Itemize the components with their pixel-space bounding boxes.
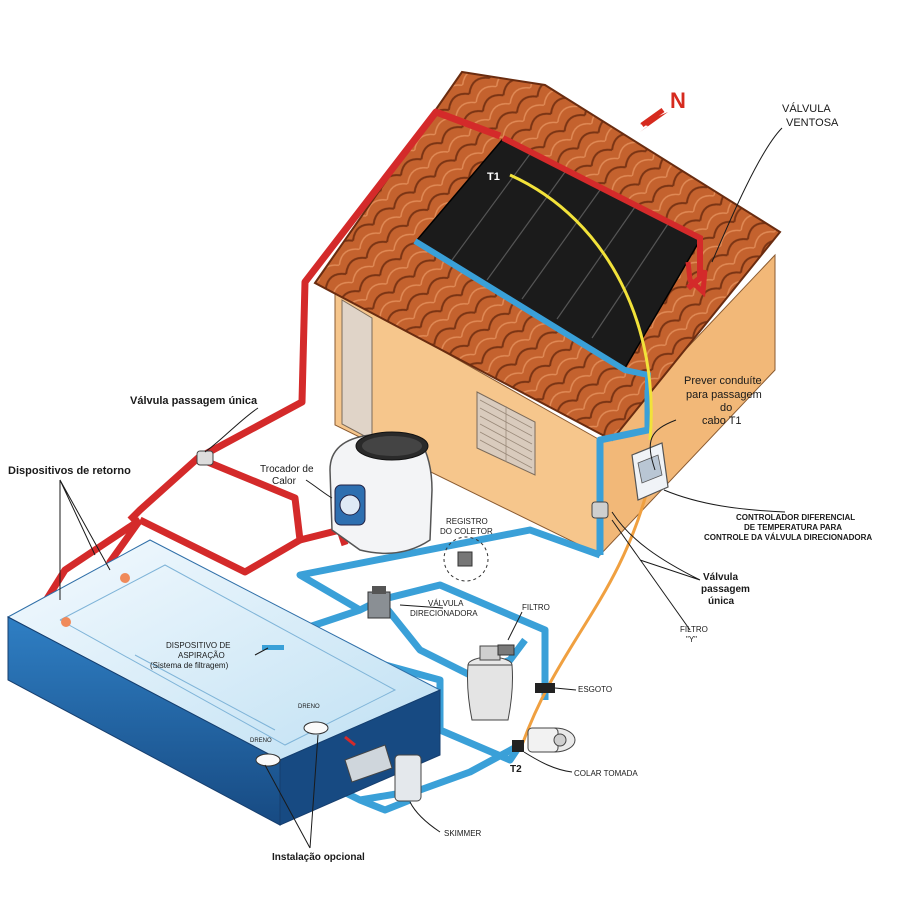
label-filtro: FILTRO (522, 603, 550, 612)
label-dispositivo-aspiracao-3: (Sistema de filtragem) (150, 661, 229, 670)
t2-collar (512, 740, 524, 752)
label-registro-2: DO COLETOR (440, 527, 493, 536)
compass: N (640, 88, 686, 132)
label-trocador-2: Calor (272, 476, 297, 487)
label-prever-4: cabo T1 (702, 415, 742, 427)
label-esgoto: ESGOTO (578, 685, 612, 694)
return-nozzle-2 (120, 573, 130, 583)
leader-lines (59, 127, 786, 849)
house-door (341, 299, 373, 441)
label-dispositivo-aspiracao-2: ASPIRAÇÃO (178, 651, 225, 660)
label-valvula-direcionadora-2: DIRECIONADORA (410, 609, 478, 618)
temperature-controller (631, 442, 669, 501)
label-prever-1: Prever conduíte (684, 375, 762, 387)
label-valvula-passagem-unica-right-3: única (708, 596, 735, 607)
collector-register (443, 536, 489, 582)
label-dreno-2: DRENO (298, 704, 320, 710)
label-colar-tomada: COLAR TOMADA (574, 769, 638, 778)
suction-device (262, 645, 284, 650)
label-dispositivo-aspiracao-1: DISPOSITIVO DE (166, 641, 230, 650)
label-controlador-1: CONTROLADOR DIFERENCIAL (736, 513, 855, 522)
label-t2: T2 (510, 764, 522, 775)
label-dreno-1: DRENO (250, 738, 272, 744)
air-vent-pipe (685, 261, 708, 298)
label-controlador-3: CONTROLE DA VÁLVULA DIRECIONADORA (704, 533, 872, 542)
conduit-to-t2 (520, 479, 652, 746)
label-valvula-passagem-unica-right-2: passagem (701, 584, 750, 595)
label-valvula-ventosa-1: VÁLVULA (782, 102, 831, 115)
collector-cold-header (413, 238, 651, 390)
diverter-valve (367, 586, 391, 619)
labels: VÁLVULA VENTOSA T1 Prever conduíte para … (8, 102, 872, 863)
return-nozzle-1 (61, 617, 71, 627)
label-skimmer: SKIMMER (444, 829, 482, 838)
label-valvula-passagem-unica-right-1: Válvula (703, 572, 738, 583)
label-filtro-y-2: "Y" (686, 635, 697, 644)
drain-1 (255, 753, 281, 767)
drain-outlet (535, 683, 555, 693)
sand-filter (467, 644, 515, 721)
check-valve-top (196, 450, 214, 466)
heat-exchanger (329, 431, 433, 555)
pool (6, 539, 442, 826)
pump (527, 727, 576, 753)
label-controlador-2: DE TEMPERATURA PARA (744, 523, 842, 532)
label-prever-2: para passagem (686, 389, 762, 401)
sensor-cable-t1 (509, 173, 653, 441)
label-valvula-ventosa-2: VENTOSA (786, 117, 839, 129)
check-valve-right (591, 501, 609, 519)
label-t1: T1 (487, 171, 500, 183)
label-registro-1: REGISTRO (446, 517, 488, 526)
label-valvula-direcionadora-1: VÁLVULA (428, 599, 464, 608)
north-arrow-icon (640, 112, 668, 132)
label-valvula-passagem-unica-top: Válvula passagem única (130, 395, 258, 407)
skimmer (344, 735, 422, 802)
label-trocador-1: Trocador de (260, 464, 314, 475)
label-filtro-y-1: FILTRO (680, 625, 708, 634)
north-label: N (670, 88, 686, 113)
label-prever-3: do (720, 402, 732, 414)
heat-exchanger-fan (362, 436, 422, 456)
drain-2 (303, 721, 329, 735)
label-dispositivos-retorno: Dispositivos de retorno (8, 465, 131, 477)
label-instalacao-opcional: Instalação opcional (272, 852, 365, 863)
